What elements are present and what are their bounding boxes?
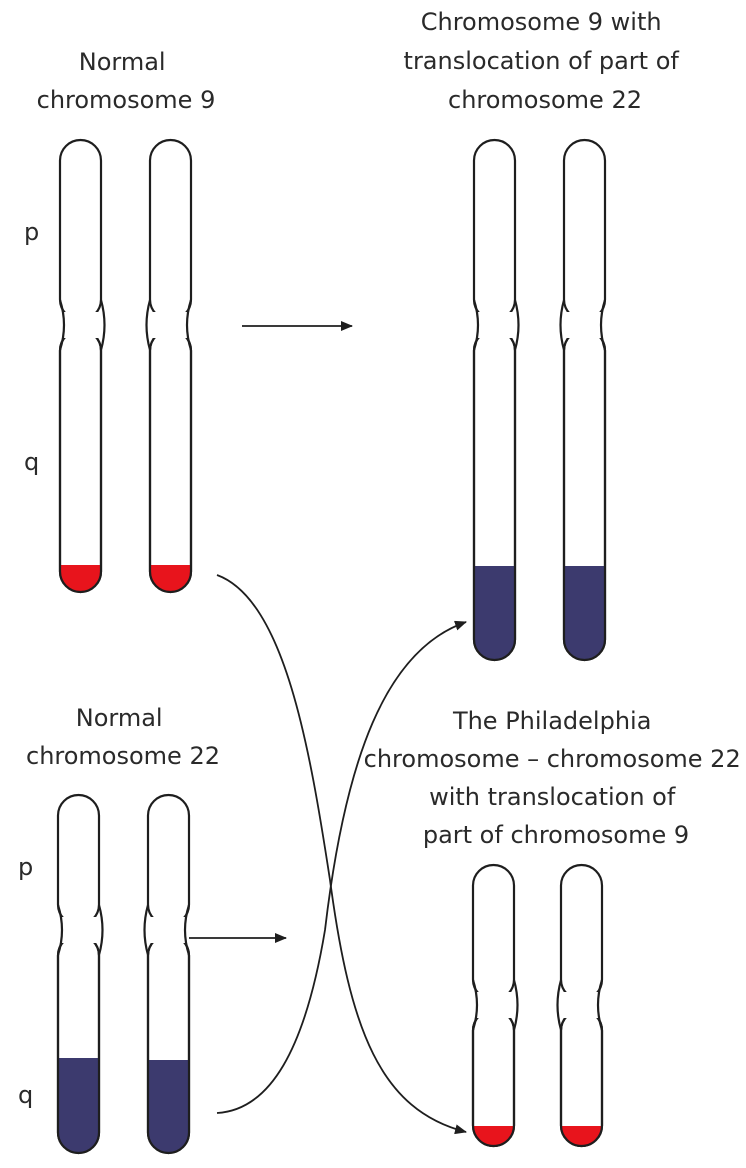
label-line: Normal	[79, 48, 166, 76]
chromatid-p-arm	[472, 138, 517, 322]
q-arm-label-chr22: q	[18, 1081, 33, 1109]
label-line: translocation of part of	[404, 47, 680, 75]
chromosome-9-translocated	[472, 138, 607, 662]
centromere	[60, 917, 97, 943]
label-line: Normal	[76, 704, 163, 732]
chromatid-q-arm	[58, 328, 103, 594]
centromere-outline	[471, 979, 604, 1031]
arrow-chr9-to-philadelphia	[216, 574, 467, 1135]
label-line: with translocation of	[429, 783, 676, 811]
label-line: chromosome 9	[37, 86, 216, 114]
label-normal-chromosome-22: Normal chromosome 22	[26, 704, 220, 770]
centromere	[475, 992, 512, 1018]
chromatid-q-arm	[148, 328, 193, 594]
chromosome-22-segment	[474, 566, 515, 660]
chromosome-9-segment	[60, 565, 101, 592]
chromatid-p-arm	[559, 863, 604, 1002]
label-line: The Philadelphia	[452, 707, 651, 735]
normal-chromosome-9	[58, 138, 193, 594]
centromere-outline	[472, 299, 607, 351]
chromatid-p-arm	[146, 793, 191, 927]
centromere	[476, 312, 513, 338]
chromosome-22-segment	[148, 1060, 189, 1153]
chromatid-p-arm	[471, 863, 516, 1002]
centromere-joins	[60, 312, 603, 1018]
chromosome-22-segment	[58, 1058, 99, 1153]
centromere	[566, 312, 603, 338]
chromatid-p-arm	[56, 793, 101, 927]
label-philadelphia-chromosome: The Philadelphia chromosome – chromosome…	[364, 707, 746, 849]
normal-chromosome-22	[56, 793, 191, 1155]
chromosome-9-segment	[150, 565, 191, 592]
label-line: part of chromosome 9	[423, 821, 689, 849]
arrow-chr22-to-chr9	[216, 620, 467, 1114]
chromosome-9-segment	[561, 1126, 602, 1146]
centromere	[150, 917, 187, 943]
chromatid-q-arm	[471, 1008, 516, 1148]
p-arm-label-chr22: p	[18, 853, 33, 881]
label-normal-chromosome-9: Normal chromosome 9	[37, 48, 216, 114]
centromere-outline	[58, 299, 193, 351]
label-line: chromosome 22	[448, 86, 642, 114]
label-line: Chromosome 9 with	[421, 8, 662, 36]
label-line: chromosome 22	[26, 742, 220, 770]
chromatid-p-arm	[562, 138, 607, 322]
centromere-outline	[56, 904, 191, 956]
chromosome-9-segment	[473, 1126, 514, 1146]
q-arm-label-chr9: q	[24, 448, 39, 476]
centromere	[101, 300, 150, 315]
chromatid-p-arm	[58, 138, 103, 322]
chromatid-q-arm	[559, 1008, 604, 1148]
chromosome-22-segment	[564, 566, 605, 660]
centromere-outlines	[56, 299, 607, 1031]
label-chromosome-9-translocation: Chromosome 9 with translocation of part …	[404, 8, 687, 114]
centromere	[62, 312, 99, 338]
centromere	[152, 312, 189, 338]
label-line: chromosome – chromosome 22	[364, 745, 741, 773]
chromatid-p-arm	[148, 138, 193, 322]
centromere	[563, 992, 600, 1018]
p-arm-label-chr9: p	[24, 218, 39, 246]
